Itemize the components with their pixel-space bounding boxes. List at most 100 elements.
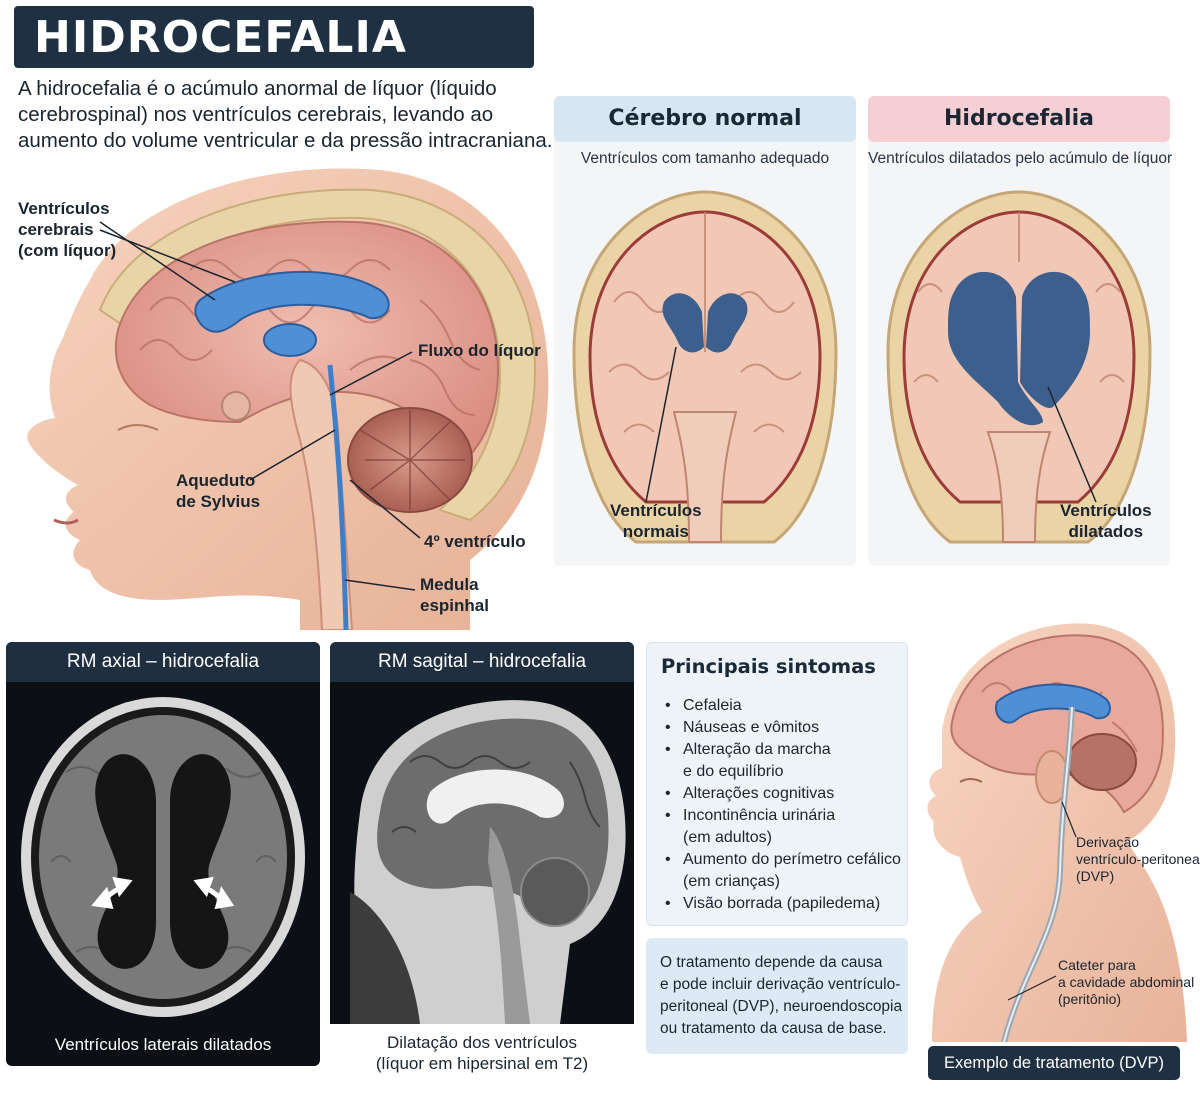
list-item-text: Cefaleia	[683, 697, 742, 714]
callout-text: Ventrículos	[18, 199, 110, 218]
brainstem	[488, 827, 530, 1024]
callout-spine: Medula espinhal	[420, 574, 489, 616]
mri-sagittal-panel: RM sagital – hidrocefalia Dilatação dos …	[330, 642, 634, 1073]
mri-sagittal-title: RM sagital – hidrocefalia	[330, 642, 634, 682]
bullet-icon: •	[665, 895, 671, 912]
list-item: • Alteração da marcha e do equilíbrio	[665, 739, 901, 783]
list-item-text: Alterações cognitivas	[683, 785, 835, 802]
normal-brain-panel: Cérebro normal Ventrículos com tamanho a…	[554, 96, 856, 566]
intro-line: A hidrocefalia é o acúmulo anormal de lí…	[18, 77, 497, 100]
bullet-icon: •	[665, 741, 671, 758]
label-text: normais	[622, 522, 689, 541]
list-item: •Cefaleia	[665, 695, 901, 717]
list-item: •Incontinência urinária(em adultos)	[665, 805, 901, 849]
callout-lines	[99, 221, 421, 591]
bullet-icon: •	[665, 785, 671, 802]
csf-flow-path	[327, 364, 349, 630]
dilated-ventricle	[426, 769, 564, 824]
list-item-text: Alteração da marcha	[683, 741, 831, 758]
callout-flow: Fluxo do líquor	[418, 341, 541, 360]
face-soft-tissue	[350, 892, 420, 1024]
skull	[98, 188, 537, 522]
label-text: (DVP)	[1076, 868, 1115, 884]
label-text: Ventrículos	[1060, 501, 1152, 520]
mri-axial-panel: RM axial – hidrocefalia Ventrículos late…	[6, 642, 320, 1066]
list-item-text: e do equilíbrio	[683, 763, 784, 780]
mri-axial-title: RM axial – hidrocefalia	[6, 642, 320, 682]
callout-text: cerebrais	[18, 220, 94, 239]
child-dvp-illustration	[927, 623, 1187, 1042]
intro-line: cerebrospinal) nos ventrículos cerebrais…	[18, 103, 494, 126]
child-cerebellum	[1067, 733, 1137, 791]
label-text: Derivação	[1076, 834, 1140, 850]
hydro-panel-subtitle: Ventrículos dilatados pelo acúmulo de lí…	[868, 150, 1173, 167]
label-text: a cavidade abdominal	[1058, 974, 1195, 990]
list-item-text: Aumento do perímetro cefálico	[683, 851, 901, 868]
treatment-line: ou tratamento da causa de base.	[660, 1020, 887, 1037]
bullet-icon: •	[665, 851, 671, 868]
hydrocephalus-panel: Hidrocefalia Ventrículos dilatados pelo …	[868, 96, 1173, 566]
list-item: •Visão borrada (papiledema)	[665, 893, 901, 915]
label-text: ventrículo-peritoneal	[1076, 851, 1200, 867]
intro-text: A hidrocefalia é o acúmulo anormal de lí…	[18, 76, 553, 154]
treatment-note: O tratamento depende da causa e pode inc…	[646, 938, 908, 1054]
symptoms-title: Principais sintomas	[661, 655, 876, 678]
treatment-text: O tratamento depende da causa e pode inc…	[660, 952, 902, 1040]
normal-ventricles-label: Ventrículos normais	[610, 500, 702, 542]
caption-line: (líquor em hipersinal em T2)	[375, 1054, 589, 1073]
lips	[53, 518, 79, 525]
lateral-ventricle	[194, 270, 390, 333]
mri-sagittal-caption: Dilatação dos ventrículos (líquor em hip…	[330, 1032, 634, 1074]
shunt-label: Derivação ventrículo-peritoneal (DVP)	[1076, 834, 1200, 885]
pituitary	[221, 391, 251, 421]
callout-line	[1047, 386, 1097, 503]
symptoms-card: Principais sintomas •Cefaleia •Náuseas e…	[646, 642, 908, 926]
gyri	[913, 212, 1125, 383]
caption-line: Dilatação dos ventrículos	[387, 1033, 577, 1052]
brainstem	[672, 411, 738, 543]
right-lateral-ventricle	[170, 754, 231, 969]
list-item-text: (em adultos)	[683, 829, 772, 846]
cerebellum	[520, 857, 590, 927]
list-item: • Aumento do perímetro cefálico (em crianç…	[665, 849, 901, 893]
callout-text: Medula	[420, 575, 479, 594]
normal-panel-title: Cérebro normal	[554, 96, 856, 142]
gyri	[391, 755, 601, 833]
callout-line	[645, 346, 677, 503]
treatment-line: O tratamento depende da causa	[660, 954, 883, 971]
list-item-text: Incontinência urinária	[683, 807, 836, 824]
child-ventricle	[994, 683, 1111, 724]
hydro-coronal-illustration	[886, 190, 1152, 544]
callout-text: de Sylvius	[176, 492, 261, 511]
intro-line: aumento do volume ventricular e da press…	[18, 129, 553, 152]
label-text: Ventrículos	[610, 501, 702, 520]
label-text: dilatados	[1068, 522, 1144, 541]
callout-line	[1061, 801, 1077, 838]
hydro-panel-title: Hidrocefalia	[868, 96, 1170, 142]
callout-fourth-ventricle: 4º ventrículo	[424, 532, 526, 551]
brain-tissue	[39, 715, 287, 999]
list-item-text: (em crianças)	[683, 873, 780, 890]
brainstem	[986, 431, 1052, 543]
left-lateral-ventricle	[95, 754, 156, 969]
normal-coronal-illustration	[572, 190, 838, 544]
callout-text: (com líquor)	[18, 241, 117, 260]
treatment-line: e pode incluir derivação ventrículo-	[660, 976, 901, 993]
callout-aqueduct: Aqueduto de Sylvius	[176, 470, 260, 512]
mri-axial-image	[6, 682, 320, 1022]
mri-axial-caption: Ventrículos laterais dilatados	[54, 1035, 272, 1054]
closed-eye-icon	[959, 778, 983, 783]
left-ventricle	[662, 293, 704, 353]
left-ventricle-dilated	[948, 271, 1043, 426]
eye-icon	[117, 424, 159, 431]
callout-line	[1007, 975, 1057, 1001]
right-ventricle	[706, 293, 748, 353]
cerebellum-folia	[359, 410, 465, 510]
dilation-arrow-icons	[91, 876, 235, 910]
list-item-text: Náuseas e vômitos	[683, 719, 820, 736]
right-ventricle-dilated	[1020, 271, 1090, 408]
callout-text: espinhal	[420, 596, 489, 615]
third-ventricle	[263, 323, 317, 357]
treatment-line: peritoneal (DVP), neuroendoscopia	[660, 998, 903, 1015]
title-banner: HIDROCEFALIA	[14, 6, 534, 68]
